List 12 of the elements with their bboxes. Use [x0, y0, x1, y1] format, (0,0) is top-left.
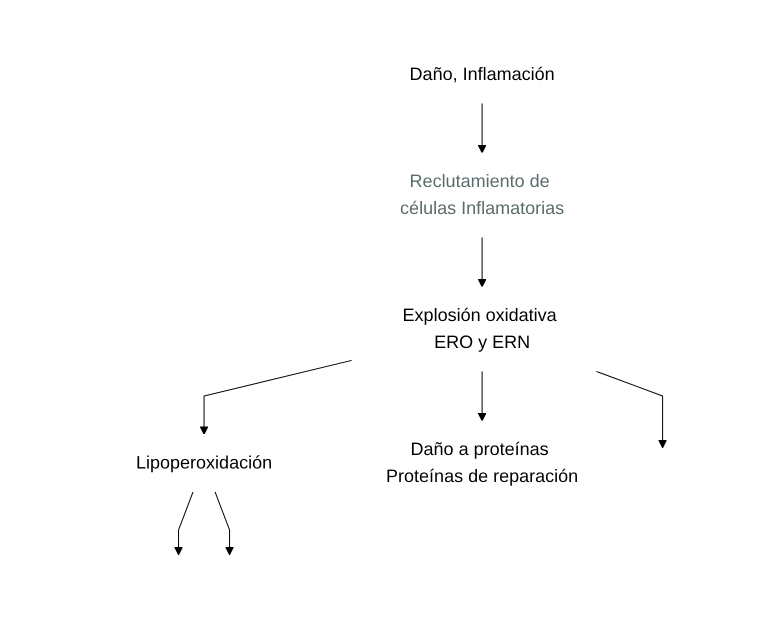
arrow — [200, 359, 353, 434]
arrow — [174, 490, 194, 555]
node-text: Reclutamiento de células Inflamatorias — [400, 170, 564, 218]
arrow — [594, 370, 668, 448]
arrow — [214, 490, 234, 555]
node-text: Explosión oxidativa ERO y ERN — [402, 304, 557, 352]
node-text: Daño, Inflamación — [410, 64, 555, 84]
node-text: Lipoperoxidación — [136, 452, 272, 472]
arrow — [478, 236, 487, 287]
node-text: Daño a proteínas Proteínas de reparación — [386, 438, 578, 486]
arrow — [478, 102, 487, 153]
arrow — [478, 370, 487, 421]
